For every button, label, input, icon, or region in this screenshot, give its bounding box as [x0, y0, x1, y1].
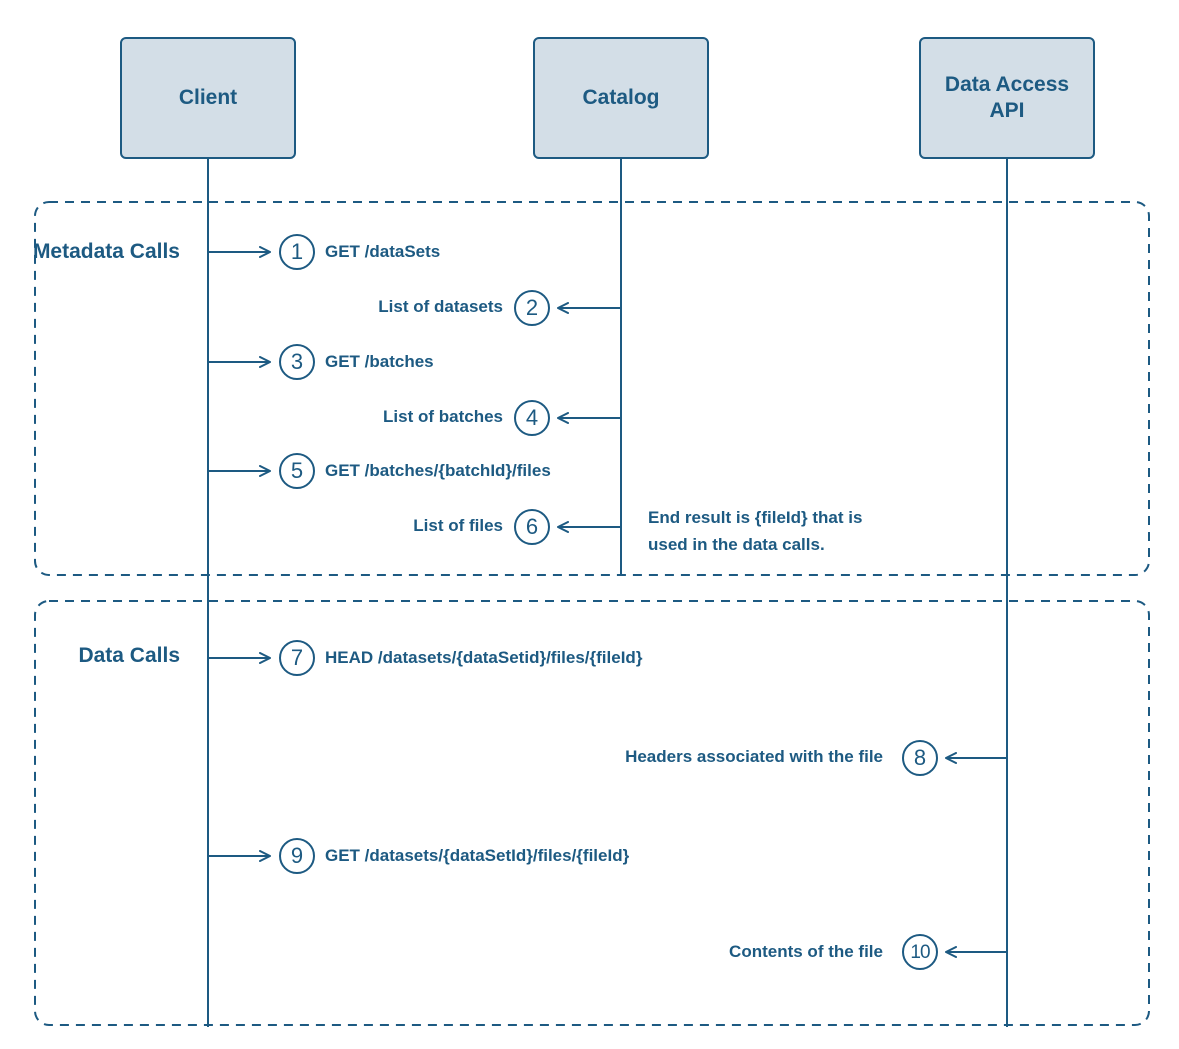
catalog-label: Catalog [582, 86, 660, 109]
client-box: Client [120, 37, 296, 159]
step-4-circle: 4 [514, 400, 550, 436]
step-5-circle: 5 [279, 453, 315, 489]
step-10-label: Contents of the file [729, 942, 883, 961]
step-8-label: Headers associated with the file [625, 747, 883, 766]
step-6-label: List of files [413, 516, 503, 535]
metadata-calls-label: Metadata Calls [32, 240, 180, 263]
step-7-label: HEAD /datasets/{dataSetid}/files/{fileId… [325, 648, 643, 667]
catalog-box: Catalog [533, 37, 709, 159]
step-2-label: List of datasets [378, 297, 503, 316]
step-2-circle: 2 [514, 290, 550, 326]
step-7-circle: 7 [279, 640, 315, 676]
step-3-circle: 3 [279, 344, 315, 380]
step-1-circle: 1 [279, 234, 315, 270]
client-label: Client [178, 86, 238, 109]
metadata-section-frame [34, 201, 1150, 576]
data-calls-label: Data Calls [78, 644, 180, 667]
step-10-circle: 10 [902, 934, 938, 970]
step-3-label: GET /batches [325, 352, 434, 371]
end-result-note: End result is {fileId} that is used in t… [648, 508, 863, 554]
data-access-api-box: Data Access API [919, 37, 1095, 159]
step-1-label: GET /dataSets [325, 242, 441, 261]
step-8-circle: 8 [902, 740, 938, 776]
step-5-label: GET /batches/{batchId}/files [325, 461, 551, 480]
step-4-label: List of batches [383, 407, 503, 426]
step-9-label: GET /datasets/{dataSetId}/files/{fileId} [325, 846, 630, 865]
data-access-api-label: Data Access API [944, 73, 1070, 122]
data-section-frame [34, 600, 1150, 1026]
step-9-circle: 9 [279, 838, 315, 874]
step-6-circle: 6 [514, 509, 550, 545]
